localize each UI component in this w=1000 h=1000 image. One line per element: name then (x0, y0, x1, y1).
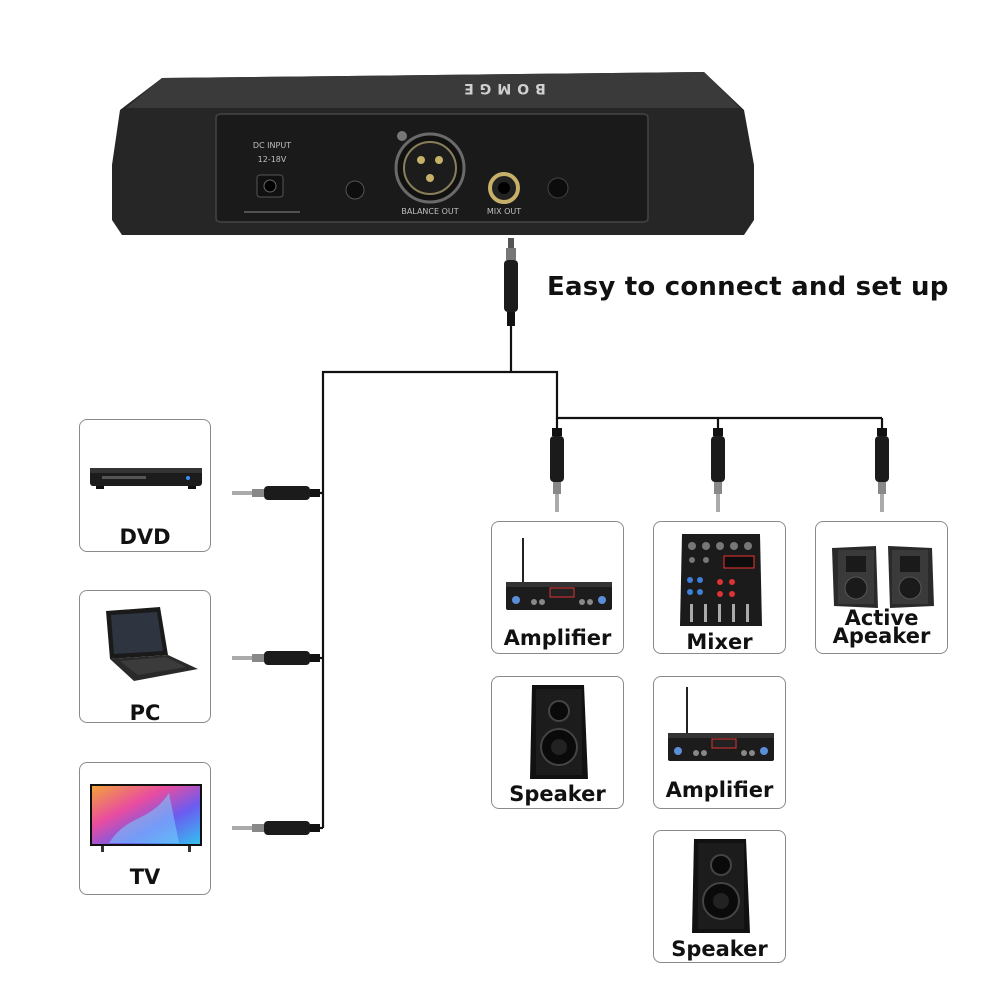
balance-out-label: BALANCE OUT (401, 207, 458, 216)
output-card-active-speaker: Active Apeaker (815, 521, 948, 654)
receiver-device: BOMGE DC INPUT 12-18V BALANCE OUT MIX OU… (112, 72, 754, 235)
output-label-mixer: Mixer (686, 630, 753, 654)
amplifier-icon-2 (668, 687, 774, 761)
output-card-speaker-1: Speaker (491, 676, 624, 809)
laptop-icon (106, 607, 198, 681)
source-plug-icon-tv (232, 821, 320, 835)
headline: Easy to connect and set up (547, 272, 949, 302)
output-label-active-line1: Active (844, 606, 919, 630)
output-card-speaker-2: Speaker (653, 830, 786, 963)
output-card-amplifier-1: Amplifier (491, 521, 624, 654)
voltage-label: 12-18V (258, 155, 287, 164)
output-label-amplifier-1: Amplifier (503, 626, 612, 650)
output-label-speaker-1: Speaker (509, 782, 606, 806)
speaker-icon-2 (692, 839, 750, 933)
amplifier-icon (506, 538, 612, 610)
brand-logo: BOMGE (458, 80, 546, 96)
source-plug-icon-pc (232, 651, 320, 665)
mixer-icon (680, 534, 762, 626)
output-card-mixer: Mixer (653, 521, 786, 654)
output-plug-icon-2 (711, 428, 725, 512)
output-label-speaker-2: Speaker (671, 937, 768, 961)
source-card-pc: PC (79, 590, 211, 725)
output-label-amplifier-2: Amplifier (665, 778, 774, 802)
dvd-player-icon (90, 468, 202, 489)
trunk-right (511, 370, 882, 420)
source-label-pc: PC (129, 701, 161, 725)
source-plug-icon-dvd (232, 486, 320, 500)
mix-out-label: MIX OUT (487, 207, 521, 216)
volume-knob[interactable] (547, 177, 569, 199)
dc-input-label: DC INPUT (253, 141, 291, 150)
active-speaker-left (832, 546, 878, 608)
power-button[interactable] (345, 180, 365, 200)
source-card-tv: TV (79, 762, 211, 895)
active-speaker-right (888, 546, 934, 608)
source-label-dvd: DVD (119, 525, 171, 549)
output-label-active-line2: Apeaker (832, 624, 931, 648)
trunk-left (321, 370, 511, 828)
output-plug-icon-1 (550, 428, 564, 512)
main-plug-icon (504, 238, 518, 326)
source-label-tv: TV (129, 865, 161, 889)
source-card-dvd: DVD (79, 419, 211, 552)
output-card-amplifier-2: Amplifier (653, 676, 786, 809)
tv-icon (90, 784, 202, 852)
output-plug-icon-3 (875, 428, 889, 512)
active-speaker-icon (832, 546, 934, 608)
speaker-icon (530, 685, 588, 779)
